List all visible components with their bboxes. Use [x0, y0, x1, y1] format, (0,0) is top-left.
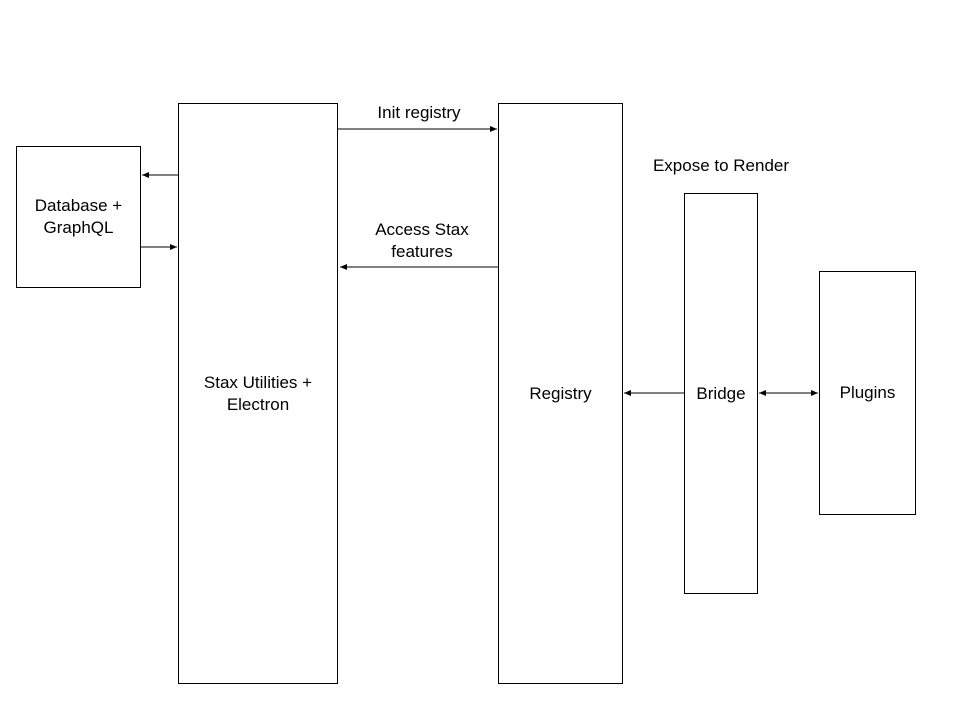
registry-node: Registry: [498, 103, 623, 684]
database-graphql-label-line2: GraphQL: [43, 218, 114, 237]
stax-utilities-label-line2: Electron: [226, 394, 290, 414]
init-registry-label: Init registry: [377, 103, 461, 122]
stax-utilities-label-line1: Stax Utilities +: [203, 372, 313, 392]
plugins-node: Plugins: [819, 271, 916, 515]
stax-utilities-electron-node: Stax Utilities + Electron: [178, 103, 338, 684]
access-stax-features-label: Access Stax features: [352, 219, 492, 263]
access-stax-label-line1: Access Stax: [375, 220, 469, 239]
bridge-node: Bridge: [684, 193, 758, 594]
bridge-label: Bridge: [696, 383, 746, 403]
database-graphql-node: Database + GraphQL: [16, 146, 141, 288]
registry-label: Registry: [529, 383, 592, 403]
access-stax-label-line2: features: [391, 242, 453, 261]
database-graphql-label-line1: Database +: [34, 196, 123, 215]
expose-to-render-label: Expose to Render: [652, 156, 790, 175]
plugins-label: Plugins: [839, 383, 896, 402]
